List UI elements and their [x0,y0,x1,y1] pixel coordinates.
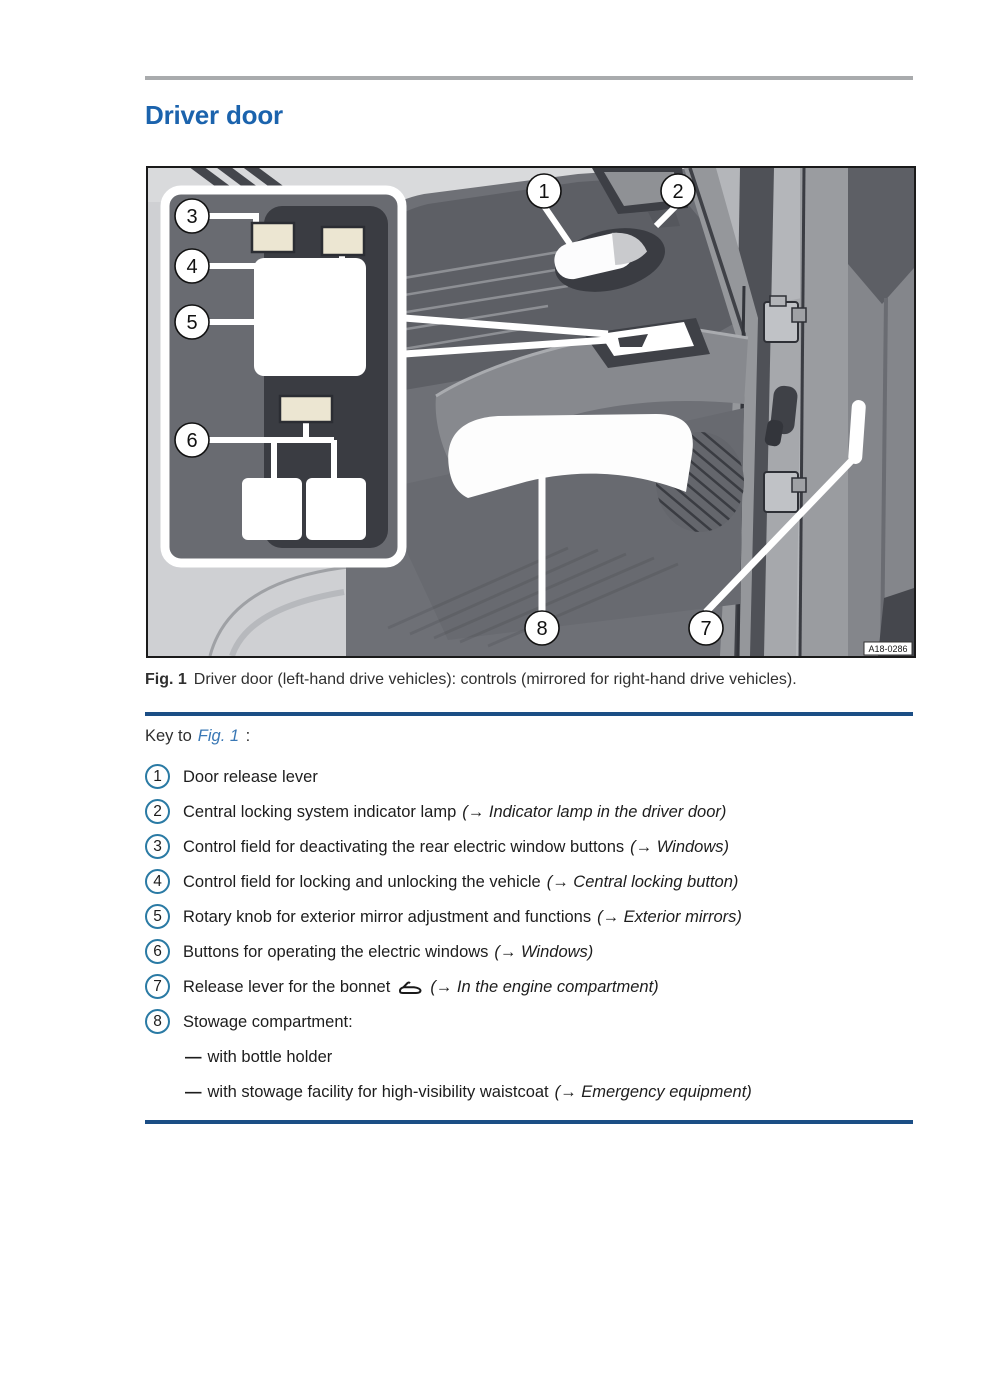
rear-window-deactivate-button [250,221,296,254]
sub-item-2: — with stowage facility for high-visibil… [185,1079,925,1105]
indicator-lamp-button [320,225,366,257]
figure-caption-label: Fig. 1 [145,671,187,688]
key-item-5-number: 5 [145,904,170,929]
dash-glyph: — [185,1083,202,1101]
stowage-compartment [448,414,693,498]
door-hinge-upper [763,295,807,343]
bottom-divider [145,1120,913,1124]
key-item-4-number: 4 [145,869,170,894]
section-divider [145,712,913,716]
key-intro: Key to Fig. 1 : [145,727,250,746]
window-switch [600,322,694,356]
door-illustration: 3 4 5 6 1 2 8 7 [148,168,914,656]
sub-item-1: — with bottle holder [185,1044,925,1070]
callout-1: 1 [538,181,549,203]
door-check-strap [764,385,798,447]
callout-2: 2 [672,181,683,203]
key-item-1-number: 1 [145,764,170,789]
callout-4: 4 [186,256,197,278]
callout-3: 3 [186,206,197,228]
key-item-5: 5 Rotary knob for exterior mirror adjust… [145,904,925,930]
key-item-7: 7 Release lever for the bonnet(→ In the … [145,974,925,1000]
stowage-sub-list: — with bottle holder — with stowage faci… [185,1044,925,1105]
figure-caption: Fig. 1 Driver door (left-hand drive vehic… [145,669,920,691]
image-code: A18-0286 [868,644,907,654]
key-item-8-number: 8 [145,1009,170,1034]
key-item-7-number: 7 [145,974,170,999]
page-title: Driver door [145,100,283,130]
key-item-8: 8 Stowage compartment: [145,1009,925,1035]
key-intro-suffix: : [245,727,251,745]
bonnet-icon [399,981,422,994]
key-list: 1 Door release lever 2 Central locking s… [145,764,925,1114]
figure-driver-door: 3 4 5 6 1 2 8 7 [146,166,916,658]
window-lock-button [278,394,334,424]
top-divider [145,76,913,80]
key-item-6: 6 Buttons for operating the electric win… [145,939,925,965]
callout-5: 5 [186,312,197,334]
key-intro-prefix: Key to [145,727,192,745]
callout-7: 7 [700,618,711,640]
mirror-adjustment-field [254,258,366,376]
door-hinge-lower [763,471,807,513]
key-item-3: 3 Control field for deactivating the rea… [145,834,925,860]
key-item-1: 1 Door release lever [145,764,925,790]
callout-8: 8 [536,618,547,640]
window-button-left [242,478,302,540]
window-button-right [306,478,366,540]
figure-1-link[interactable]: Fig. 1 [197,727,240,745]
key-item-4: 4 Control field for locking and unlockin… [145,869,925,895]
controls-inset-panel: 3 4 5 6 [160,185,407,568]
key-item-3-number: 3 [145,834,170,859]
callout-6: 6 [186,430,197,452]
key-item-2: 2 Central locking system indicator lamp(… [145,799,925,825]
key-item-6-number: 6 [145,939,170,964]
key-item-2-number: 2 [145,799,170,824]
figure-caption-text: Driver door (left-hand drive vehicles): … [193,671,797,688]
bonnet-release-lever [848,400,866,464]
dash-glyph: — [185,1048,202,1066]
